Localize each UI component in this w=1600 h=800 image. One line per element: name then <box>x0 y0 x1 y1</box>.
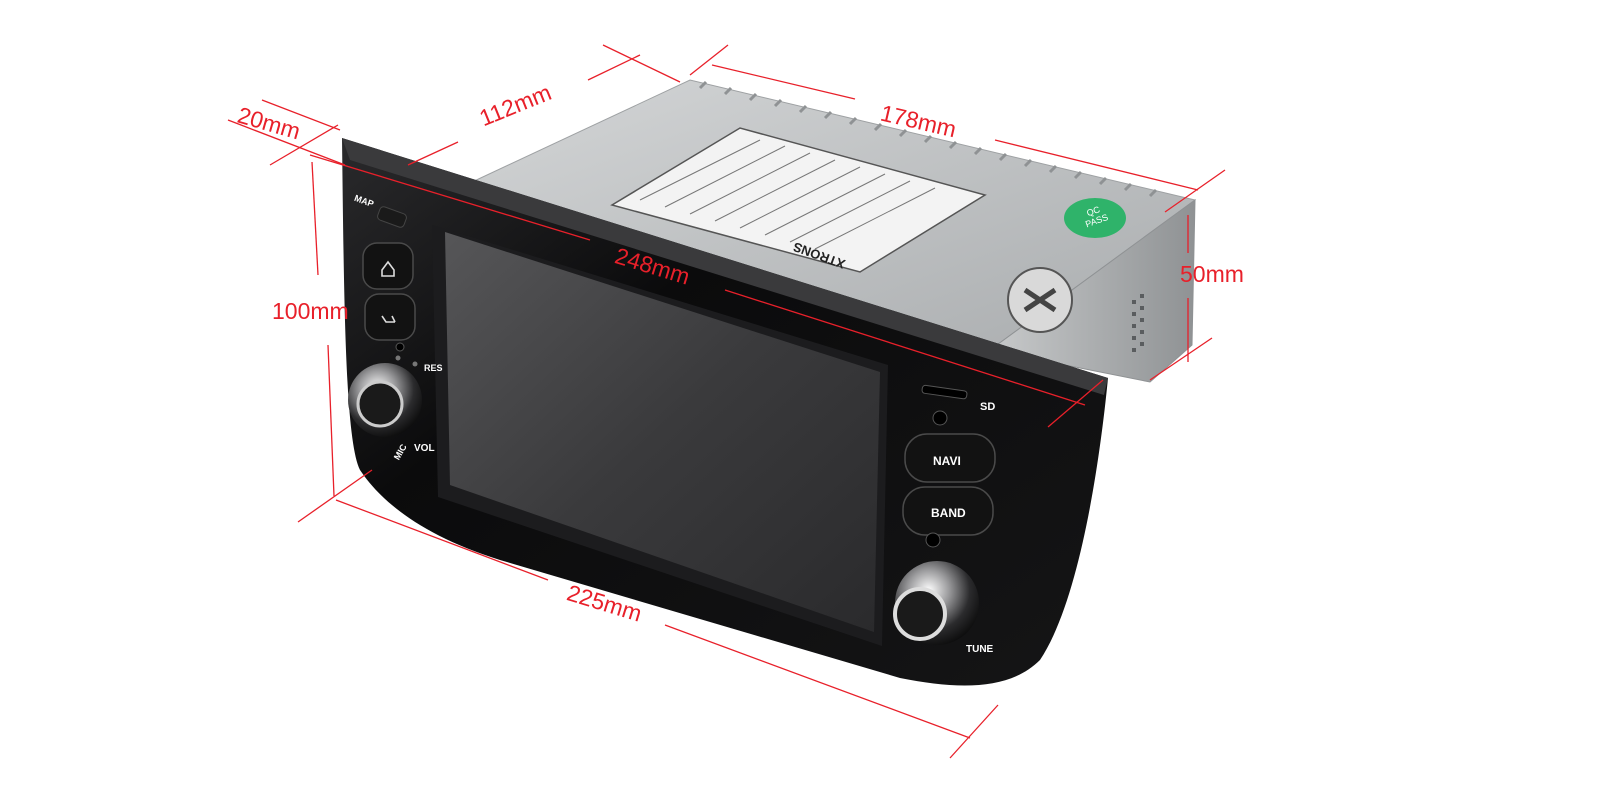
back-button[interactable] <box>364 293 416 341</box>
band-label: BAND <box>931 506 966 520</box>
bezel-highlight <box>342 138 1108 395</box>
home-icon <box>381 260 395 277</box>
chassis-vents <box>698 80 1158 198</box>
qc-badge <box>1064 198 1126 238</box>
vol-label: VOL <box>414 443 435 454</box>
res-label: RES <box>424 363 443 373</box>
map-button[interactable] <box>376 206 407 229</box>
warranty-seal-mark <box>1023 287 1057 313</box>
chassis-side <box>988 198 1196 383</box>
reset-hole[interactable] <box>395 342 405 352</box>
ir-hole <box>925 532 941 548</box>
spec-label-lines <box>639 139 936 250</box>
sd-hole <box>932 410 948 426</box>
tune-label: TUNE <box>966 644 994 655</box>
volume-knob-cap <box>356 380 404 428</box>
mic-hole <box>395 355 401 361</box>
tune-knob-cap <box>893 587 947 641</box>
home-button[interactable] <box>362 242 414 290</box>
dim-label-side-height: 50mm <box>1180 261 1244 287</box>
sd-label: SD <box>980 401 996 413</box>
screen <box>445 232 880 632</box>
spec-label <box>610 127 987 273</box>
side-vent-holes <box>1132 294 1144 352</box>
band-button[interactable] <box>902 486 994 536</box>
navi-label: NAVI <box>933 454 961 468</box>
back-icon <box>381 315 396 323</box>
navi-button[interactable] <box>904 433 996 483</box>
sd-slot[interactable] <box>921 384 968 400</box>
dim-label-front-height: 100mm <box>272 298 349 324</box>
reset-dot <box>412 361 418 367</box>
dimension-lines <box>227 44 1226 759</box>
